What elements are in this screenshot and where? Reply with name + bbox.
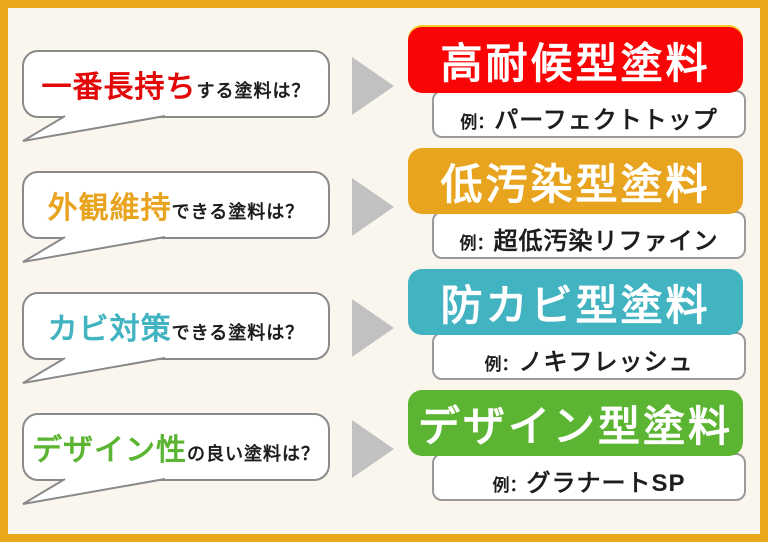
question-highlight: 一番長持ち [41,71,197,104]
bubble-tail-icon [22,115,166,142]
question-rest: できる塗料は？ [171,202,305,222]
question-rest: の良い塗料は？ [187,444,320,464]
example-name: ノキフレッシュ [518,349,694,376]
example-prefix: 例： [459,234,494,253]
row-design: デザイン性の良い塗料は？ デザイン型塗料 例：グラナートSP [8,390,760,511]
bubble-tail-icon [22,236,166,263]
example-box: 例：超低汚染リファイン [432,211,746,259]
content-area: 一番長持ちする塗料は？ 高耐候型塗料 例：パーフェクトトップ 外観維持できる塗料… [8,8,760,534]
question-highlight: 外観維持 [47,192,172,225]
example-prefix: 例： [460,113,495,132]
example-box: 例：グラナートSP [432,453,746,501]
bubble-tail-icon [22,478,166,505]
question-text: カビ対策できる塗料は？ [48,304,305,348]
right-arrow-icon [352,420,394,478]
example-prefix: 例： [492,476,527,495]
example-name: パーフェクトトップ [494,107,718,134]
question-text: デザイン性の良い塗料は？ [32,425,320,469]
answer-type-box: デザイン型塗料 [408,390,743,456]
question-text: 一番長持ちする塗料は？ [42,62,311,106]
answer-group: デザイン型塗料 例：グラナートSP [408,390,748,502]
bubble-tail-icon [22,357,166,384]
example-box: 例：ノキフレッシュ [432,332,746,380]
example-prefix: 例： [484,355,519,374]
question-bubble: 一番長持ちする塗料は？ [22,50,330,118]
example-name: グラナートSP [526,470,686,497]
question-highlight: デザイン性 [32,434,187,467]
question-rest: する塗料は？ [196,81,311,101]
example-name: 超低汚染リファイン [493,228,719,255]
question-bubble: カビ対策できる塗料は？ [22,292,330,360]
answer-type-box: 高耐候型塗料 [408,27,743,93]
answer-group: 防カビ型塗料 例：ノキフレッシュ [408,269,748,381]
question-bubble: 外観維持できる塗料は？ [22,171,330,239]
question-rest: できる塗料は？ [171,323,305,343]
answer-type-box: 防カビ型塗料 [408,269,743,335]
answer-type-box: 低汚染型塗料 [408,148,743,214]
question-highlight: カビ対策 [47,313,172,346]
row-mold: カビ対策できる塗料は？ 防カビ型塗料 例：ノキフレッシュ [8,269,760,390]
answer-group: 高耐候型塗料 例：パーフェクトトップ [408,27,748,139]
right-arrow-icon [352,299,394,357]
row-durability: 一番長持ちする塗料は？ 高耐候型塗料 例：パーフェクトトップ [8,27,760,148]
right-arrow-icon [352,178,394,236]
question-bubble: デザイン性の良い塗料は？ [22,413,330,481]
row-appearance: 外観維持できる塗料は？ 低汚染型塗料 例：超低汚染リファイン [8,148,760,269]
question-text: 外観維持できる塗料は？ [48,183,305,227]
right-arrow-icon [352,57,394,115]
answer-group: 低汚染型塗料 例：超低汚染リファイン [408,148,748,260]
example-box: 例：パーフェクトトップ [432,90,746,138]
